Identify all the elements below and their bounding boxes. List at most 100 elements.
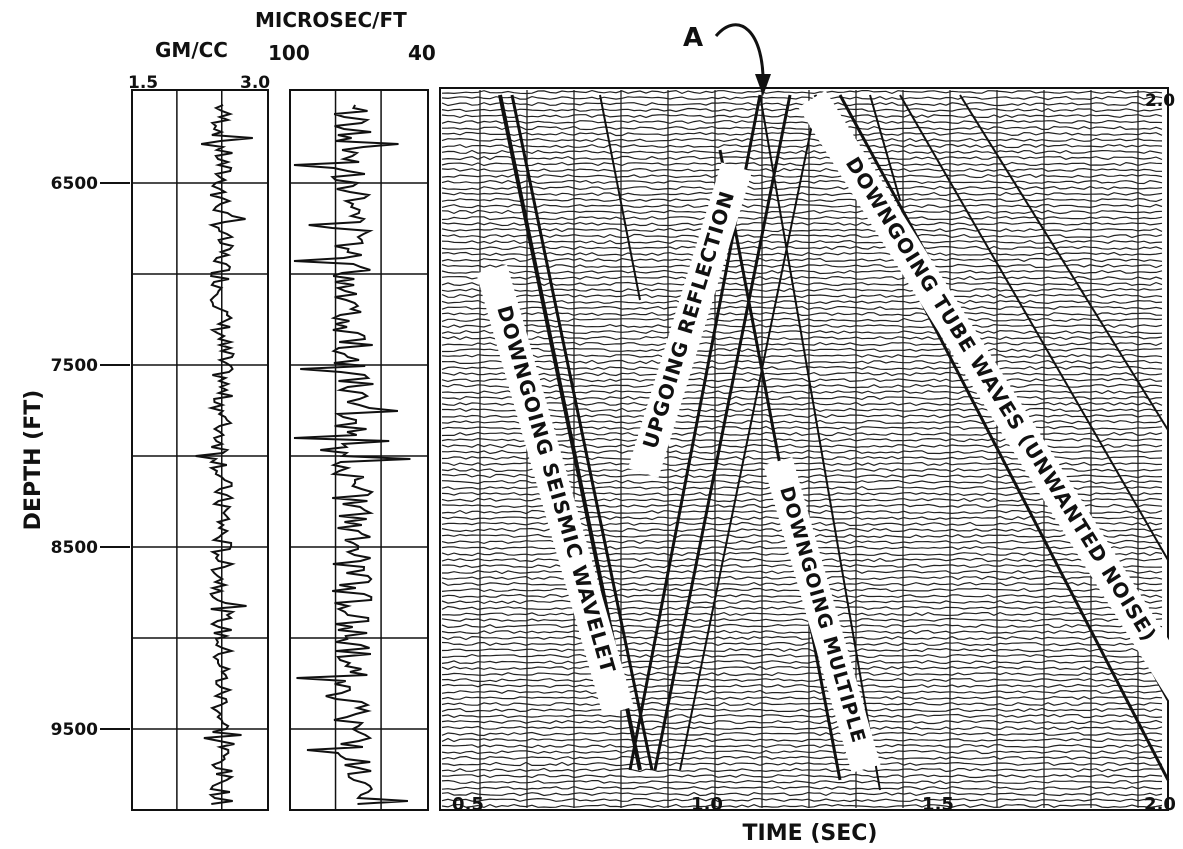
density-curve [195,104,253,805]
seismic-trace [441,755,1163,761]
seismic-trace [441,287,1163,293]
arrow-a-curve [714,23,765,89]
seismic-trace [441,749,1163,755]
seismic-trace [441,719,1163,725]
seismic-trace [441,671,1162,677]
seismic-trace [441,227,1163,233]
seismic-trace [441,689,1163,695]
seismic-trace [441,209,1163,215]
density-log-track [131,89,269,811]
seismic-trace [441,359,1163,365]
seismic-trace [441,305,1163,311]
seismic-trace [441,155,1163,161]
seismic-trace [441,419,1163,425]
seismic-trace [441,323,1163,329]
seismic-trace [441,131,1163,137]
seismic-event-line [653,94,792,771]
seismic-trace [441,215,1163,221]
seismic-trace [441,317,1163,323]
seismic-trace [441,431,1163,437]
seismic-panel-frame [439,87,1169,811]
seismic-trace [441,311,1163,317]
seismic-trace [441,137,1163,143]
seismic-trace [441,383,1163,389]
depth-tick-label: 9500 [51,720,98,740]
depth-tick-label: 7500 [51,356,98,376]
seismic-trace [441,197,1163,203]
seismic-trace [441,263,1163,269]
seismic-trace [441,785,1163,791]
seismic-trace [441,191,1163,197]
sonic-frame [289,89,429,811]
seismic-trace [441,779,1163,785]
seismic-trace [441,725,1163,731]
seismic-trace [441,275,1163,281]
seismic-trace [441,731,1163,737]
depth-tick-label: 6500 [51,174,98,194]
seismic-trace [441,605,1163,611]
seismic-event-line [899,94,1169,561]
seismic-event-line [679,109,816,771]
seismic-event-line [959,94,1169,431]
seismic-trace [441,395,1163,401]
seismic-trace [441,179,1163,185]
seismic-trace [441,773,1163,779]
seismic-event-line [869,94,901,201]
seismic-trace [441,203,1163,209]
seismic-trace [441,269,1163,275]
depth-axis-label: DEPTH (FT) [21,390,46,531]
seismic-trace [441,599,1163,605]
depth-tick-label: 8500 [51,538,98,558]
seismic-trace [441,221,1163,227]
seismic-trace [441,425,1163,431]
seismic-trace [441,377,1163,383]
seismic-trace [441,95,1163,101]
seismic-trace [441,737,1163,743]
seismic-trace [441,401,1163,407]
seismic-trace [442,413,1163,419]
seismic-trace [441,125,1163,131]
seismic-trace [441,233,1163,239]
seismic-trace [441,371,1163,377]
seismic-trace [441,161,1163,167]
density-frame [131,89,269,811]
sonic-scale-right: 40 [408,41,436,65]
time-corner-tick: 2.0 [1145,91,1175,111]
seismic-trace [442,743,1163,749]
seismic-trace [441,641,1163,647]
sonic-unit-label: MICROSEC/FT [255,8,407,32]
seismic-trace [442,407,1163,413]
density-scale-left: 1.5 [128,73,158,93]
seismic-trace [441,617,1163,623]
seismic-trace [441,239,1163,245]
seismic-trace [441,281,1163,287]
seismic-trace [441,767,1163,773]
seismic-trace [441,113,1163,119]
seismic-trace [441,713,1163,719]
annotation-downgoing-wavelet: DOWNGOING SEISMIC WAVELET [476,264,634,716]
sonic-curve [293,104,411,805]
seismic-trace [441,665,1163,671]
seismic-trace [441,257,1163,263]
sonic-log-track [289,89,429,811]
sonic-scale-left: 100 [268,41,310,65]
seismic-trace [441,797,1163,803]
seismic-trace [441,299,1163,305]
seismic-trace [441,365,1163,371]
seismic-trace [441,683,1163,689]
seismic-trace [441,701,1163,707]
seismic-trace [441,293,1163,299]
seismic-trace [441,353,1163,359]
seismic-trace [441,89,1163,95]
seismic-trace [441,653,1163,659]
seismic-event-line [759,94,881,791]
seismic-trace [441,611,1163,617]
seismic-trace [441,149,1163,155]
seismic-trace [442,347,1163,353]
seismic-trace [441,251,1163,257]
seismic-trace [441,245,1163,251]
seismic-trace [441,629,1163,635]
seismic-trace [441,389,1163,395]
seismic-trace [441,707,1163,713]
